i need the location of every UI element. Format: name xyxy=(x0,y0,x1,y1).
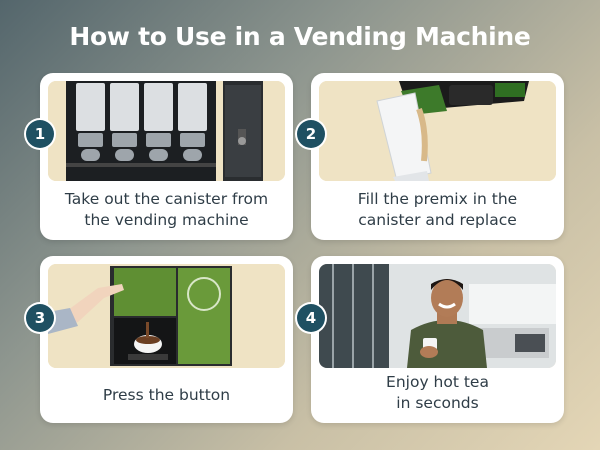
step-card-3: Press the button xyxy=(40,256,293,423)
vending-machine-canisters-image xyxy=(48,81,285,181)
step-caption: Fill the premix in the canister and repl… xyxy=(357,190,518,229)
pouring-premix-image xyxy=(319,81,556,181)
step-number-badge-3: 3 xyxy=(26,304,54,332)
page-title: How to Use in a Vending Machine xyxy=(69,22,531,51)
step-card-4: Enjoy hot tea in seconds xyxy=(311,256,564,423)
step-number-badge-2: 2 xyxy=(297,120,325,148)
step-card-2: Fill the premix in the canister and repl… xyxy=(311,73,564,240)
step-caption: Take out the canister from the vending m… xyxy=(64,190,269,229)
step-caption: Enjoy hot tea in seconds xyxy=(386,373,489,412)
hand-pressing-button-image xyxy=(48,264,285,368)
step-card-1: Take out the canister from the vending m… xyxy=(40,73,293,240)
step-caption: Press the button xyxy=(102,386,231,404)
step-number-badge-1: 1 xyxy=(26,120,54,148)
step-number-badge-4: 4 xyxy=(297,304,325,332)
man-holding-cup-image xyxy=(319,264,556,368)
